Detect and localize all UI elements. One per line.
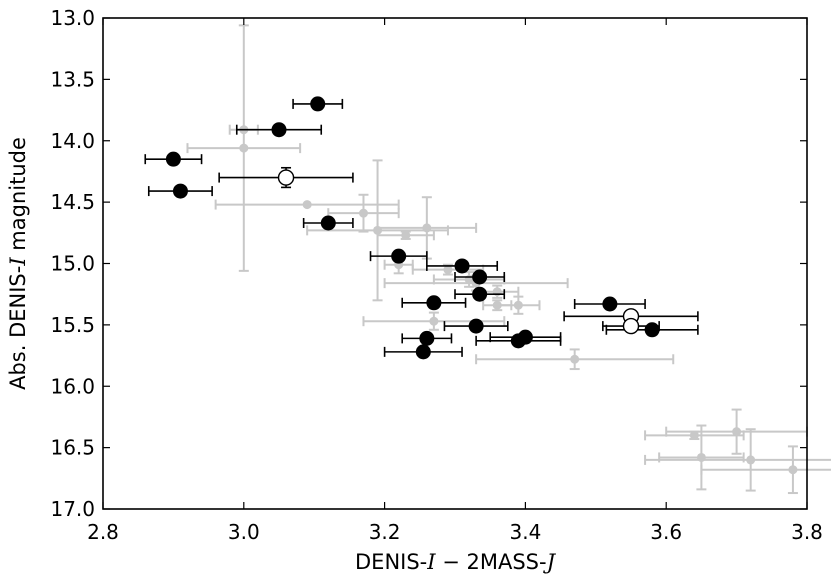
series-small-gray-dot bbox=[186, 24, 831, 495]
data-point-open bbox=[622, 317, 640, 335]
data-point-filled bbox=[472, 269, 488, 285]
data-point-gray bbox=[239, 143, 249, 153]
axis-ticks: 2.8 3.0 3.2 3.4 3.6 3.8 13.0 13.5 14.0 14.5 15.0 15… bbox=[50, 6, 822, 544]
data-point-filled bbox=[468, 318, 484, 334]
y-tick-label: 14.5 bbox=[50, 190, 95, 214]
data-point-filled bbox=[644, 322, 660, 338]
data-point-gray bbox=[358, 208, 368, 218]
data-point-gray bbox=[513, 300, 523, 310]
data-point-filled bbox=[415, 344, 431, 360]
x-tick-label: 3.4 bbox=[509, 520, 541, 544]
data-point-gray bbox=[422, 223, 432, 233]
data-point-filled bbox=[426, 295, 442, 311]
data-point-gray bbox=[429, 316, 439, 326]
y-tick-label: 13.0 bbox=[50, 6, 95, 30]
data-point-filled bbox=[165, 151, 181, 167]
y-tick-label: 15.0 bbox=[50, 252, 95, 276]
data-point-gray bbox=[401, 230, 411, 240]
data-point-filled bbox=[172, 183, 188, 199]
data-point-filled bbox=[320, 215, 336, 231]
plot-marks bbox=[144, 24, 831, 495]
data-point-gray bbox=[746, 455, 756, 465]
data-point-filled bbox=[391, 248, 407, 264]
y-tick-label: 14.0 bbox=[50, 129, 95, 153]
data-point-open bbox=[277, 169, 295, 186]
y-tick-label: 17.0 bbox=[50, 497, 95, 521]
data-point-gray bbox=[689, 430, 699, 440]
data-point-filled bbox=[419, 330, 435, 346]
data-point-filled bbox=[602, 296, 618, 312]
x-axis-label: DENIS-I − 2MASS-J bbox=[355, 550, 557, 574]
data-point-filled bbox=[454, 258, 470, 274]
y-tick-label: 15.5 bbox=[50, 313, 95, 337]
x-tick-label: 3.8 bbox=[791, 520, 823, 544]
y-tick-label: 13.5 bbox=[50, 67, 95, 91]
x-tick-label: 3.6 bbox=[650, 520, 682, 544]
series-black-open-circle bbox=[218, 166, 699, 335]
data-point-gray bbox=[443, 265, 453, 275]
data-point-gray bbox=[302, 200, 312, 210]
series-black-filled-circle bbox=[144, 96, 699, 360]
y-tick-label: 16.0 bbox=[50, 374, 95, 398]
data-point-filled bbox=[472, 286, 488, 302]
x-tick-label: 2.8 bbox=[87, 520, 119, 544]
data-point-gray bbox=[788, 465, 798, 475]
y-axis-label: Abs. DENIS-I magnitude bbox=[6, 137, 30, 390]
data-point-filled bbox=[510, 333, 526, 349]
data-point-filled bbox=[271, 122, 287, 138]
data-point-gray bbox=[570, 354, 580, 364]
x-tick-label: 3.0 bbox=[228, 520, 260, 544]
x-tick-label: 3.2 bbox=[369, 520, 401, 544]
data-point-gray bbox=[732, 427, 742, 437]
y-tick-label: 16.5 bbox=[50, 436, 95, 460]
data-point-filled bbox=[310, 96, 326, 112]
